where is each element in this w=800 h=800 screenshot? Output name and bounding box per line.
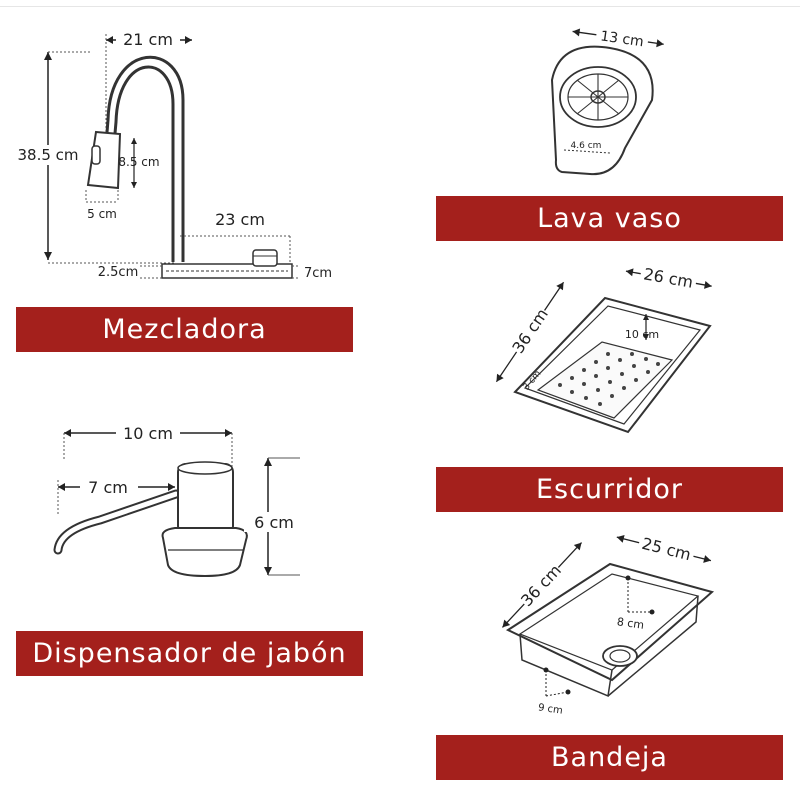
drainer-length-label: 36 cm: [508, 305, 552, 357]
tray-bottom-label: 9 cm: [537, 702, 563, 716]
drainer-depth-label: 10 cm: [625, 328, 659, 341]
faucet-neck: [104, 55, 185, 262]
head-height-label: 8.5 cm: [118, 155, 159, 169]
soap-drawing: 10 cm 7 cm 6 cm: [53, 422, 300, 578]
head-width-label: 5 cm: [87, 207, 117, 221]
soap-base: [161, 527, 248, 578]
faucet-drawing: 21 cm 38.5 cm 8.5 cm 5 cm 23 cm: [12, 30, 332, 281]
tray-rim: [505, 562, 715, 682]
faucet-knob: [252, 249, 278, 267]
glass-width-label: 13 cm: [599, 28, 644, 50]
glass-washer-banner: Lava vaso: [436, 196, 783, 241]
glass-washer-drawing: 13 cm 4.6 cm: [550, 24, 664, 176]
top-divider: [0, 6, 800, 7]
tray-banner: Bandeja: [436, 735, 783, 780]
faucet-width-label: 21 cm: [123, 30, 173, 49]
tray-depth-label: 8 cm: [616, 615, 645, 632]
drainer-width-label: 26 cm: [642, 264, 694, 291]
drainer-holes: [558, 352, 660, 406]
soap-panel: 10 cm 7 cm 6 cm: [0, 400, 400, 620]
base-height-label: 2.5cm: [98, 265, 139, 280]
glass-washer-panel: 13 cm 4.6 cm: [400, 0, 800, 200]
soap-height-label: 6 cm: [254, 513, 294, 532]
base-width-label: 7cm: [304, 266, 332, 281]
faucet-panel: 21 cm 38.5 cm 8.5 cm 5 cm 23 cm: [0, 0, 400, 300]
faucet-height-label: 38.5 cm: [17, 146, 78, 164]
tray-panel: 25 cm 36 cm 8 cm 9 cm: [400, 530, 800, 730]
soap-total-label: 10 cm: [123, 424, 173, 443]
drainer-floor: [536, 341, 674, 419]
drainer-panel: 26 cm 36 cm 10 cm 3 cm: [400, 260, 800, 460]
drainer-banner: Escurridor: [436, 467, 783, 512]
tray-width-label: 25 cm: [640, 534, 693, 564]
drainer-drawing: 26 cm 36 cm 10 cm 3 cm: [495, 261, 712, 434]
glass-inner-label: 4.6 cm: [571, 141, 602, 151]
soap-nozzle-label: 7 cm: [88, 478, 128, 497]
faucet-banner: Mezcladora: [16, 307, 353, 352]
tray-drain: [602, 645, 638, 667]
tray-drawing: 25 cm 36 cm 8 cm 9 cm: [501, 531, 715, 717]
soap-banner: Dispensador de jabón: [16, 631, 363, 676]
base-length-label: 23 cm: [215, 210, 265, 229]
